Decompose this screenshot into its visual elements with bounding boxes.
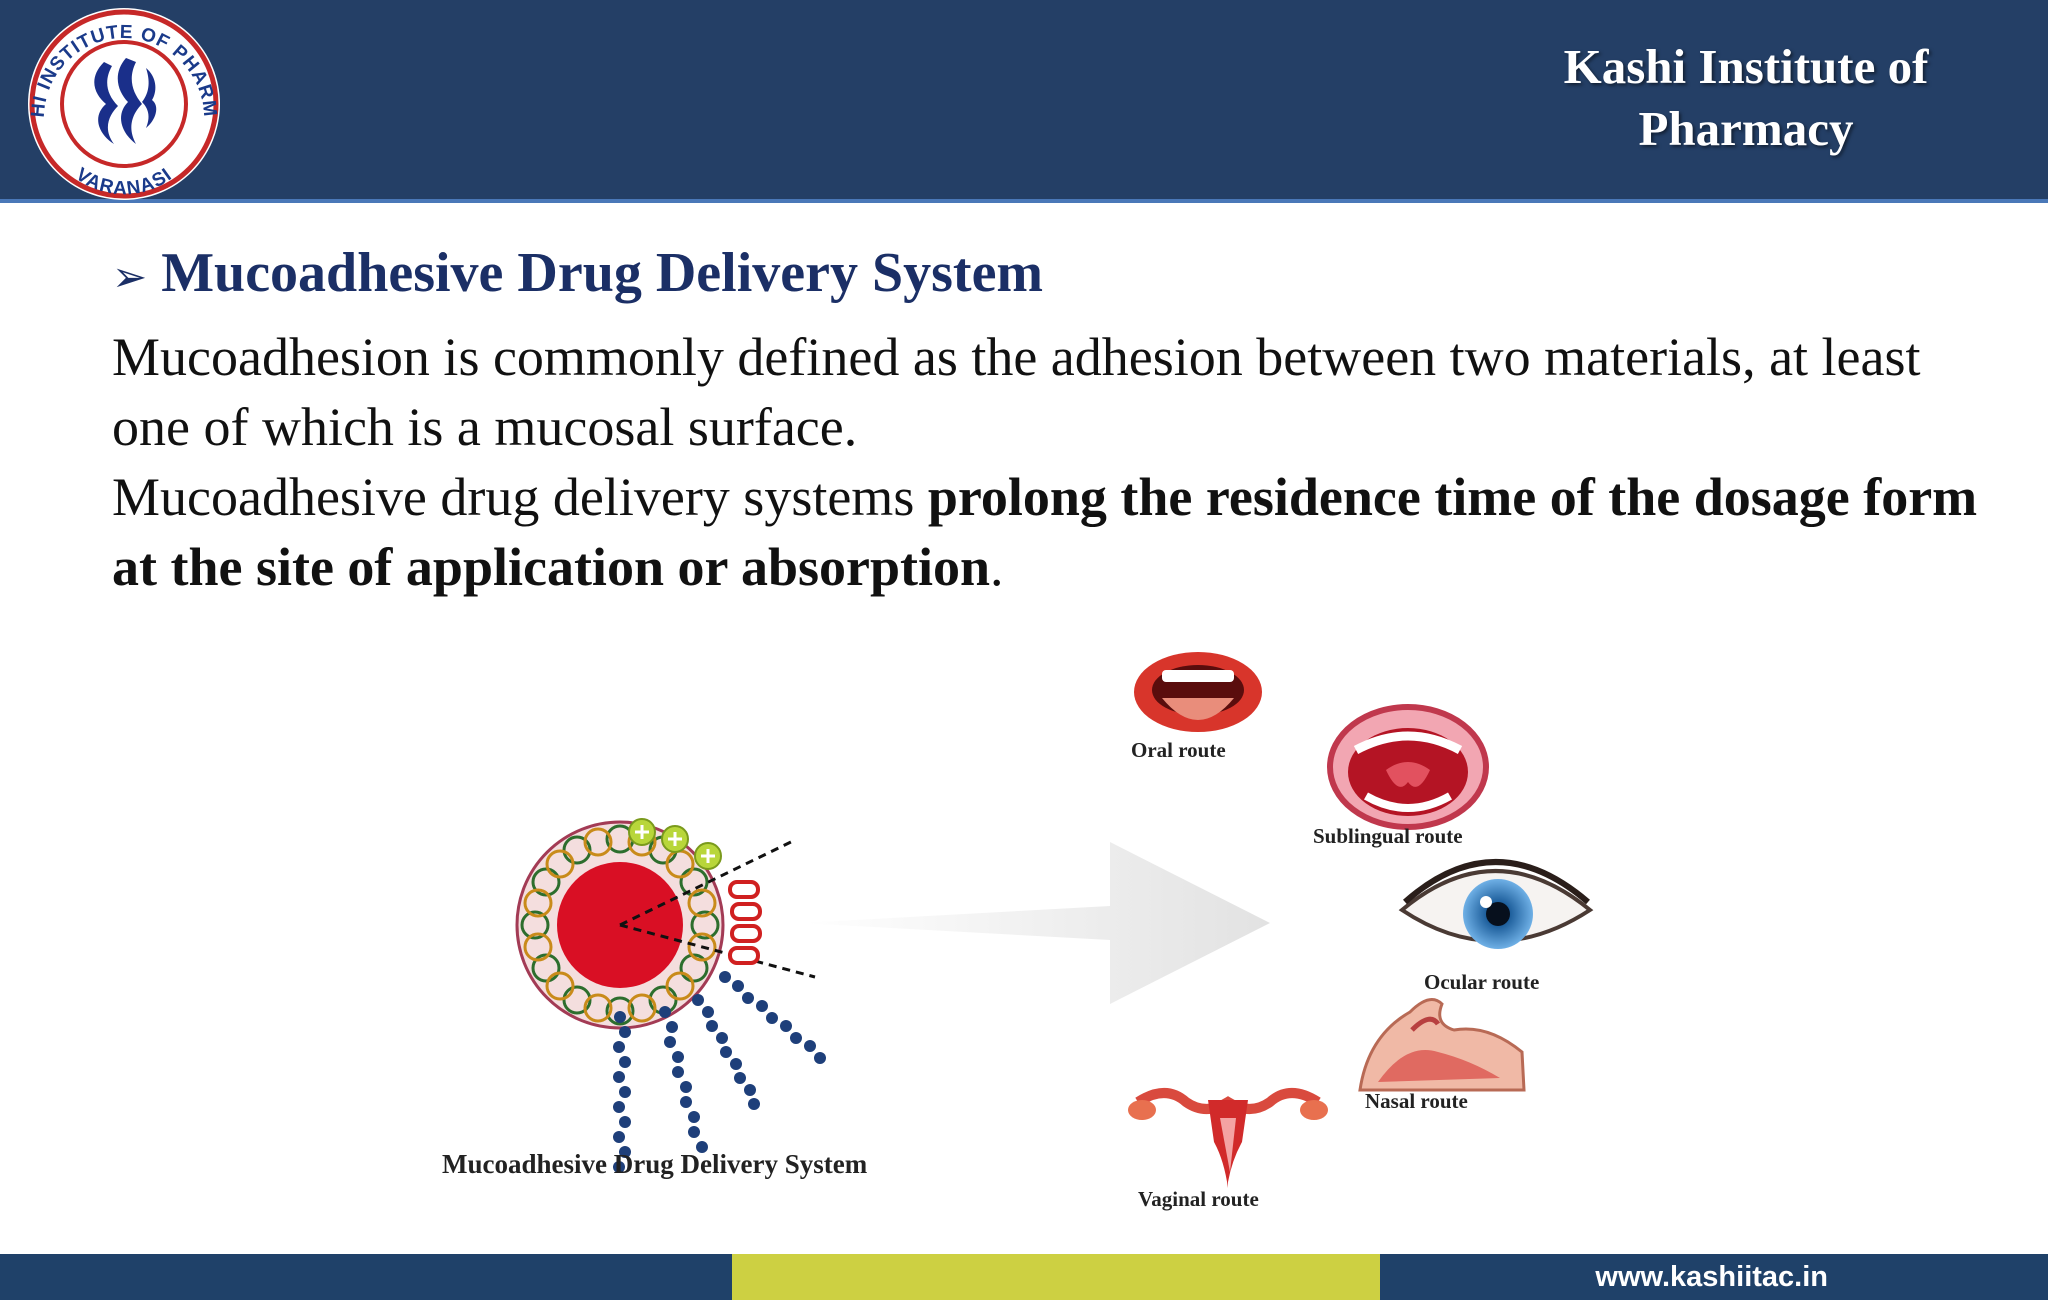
slide-title: ➢ Mucoadhesive Drug Delivery System <box>112 238 1043 312</box>
purpose-paragraph: Mucoadhesive drug delivery systems prolo… <box>112 462 1992 602</box>
figure-caption: Mucoadhesive Drug Delivery System <box>442 1149 868 1179</box>
purpose-suffix: . <box>990 537 1004 597</box>
header-banner: KASHI INSTITUTE OF PHARMACY VARANASI Kas… <box>0 0 2048 203</box>
ocular-route-label: Ocular route <box>1424 970 1539 994</box>
institute-logo: KASHI INSTITUTE OF PHARMACY VARANASI <box>6 2 220 200</box>
footer-accent-band <box>732 1254 1380 1300</box>
nasal-cavity-icon <box>1358 998 1526 1092</box>
slide-title-text: Mucoadhesive Drug Delivery System <box>161 242 1044 304</box>
logo-emblem-icon <box>94 58 157 144</box>
purpose-prefix: Mucoadhesive drug delivery systems <box>112 467 928 527</box>
nasal-route-label: Nasal route <box>1365 1089 1468 1113</box>
purpose-bold: prolong the residence time of the dosage… <box>112 467 1978 597</box>
institute-name-line1: Kashi Institute of <box>1563 39 1929 94</box>
right-arrow-icon <box>800 842 1270 1004</box>
arrow-bullet-icon: ➢ <box>112 252 148 301</box>
sublingual-route-label: Sublingual route <box>1313 824 1463 848</box>
sublingual-mouth-icon <box>1327 704 1489 830</box>
oral-route-label: Oral route <box>1131 738 1226 762</box>
mucoadhesive-particle-icon <box>515 818 826 1173</box>
eye-icon <box>1398 859 1594 949</box>
footer-website-link[interactable]: www.kashiitac.in <box>1595 1261 1828 1293</box>
uterus-icon <box>1128 1088 1328 1188</box>
footer-bar: www.kashiitac.in <box>0 1254 2048 1300</box>
definition-paragraph: Mucoadhesion is commonly defined as the … <box>112 327 1921 457</box>
mucoadhesive-routes-figure: Mucoadhesive Drug Delivery System Oral r… <box>442 652 1594 1211</box>
mouth-open-icon <box>1134 652 1262 732</box>
vaginal-route-label: Vaginal route <box>1138 1187 1259 1211</box>
institute-name: Kashi Institute of Pharmacy <box>1466 36 2026 160</box>
slide-body: Mucoadhesion is commonly defined as the … <box>112 322 1992 602</box>
institute-name-line2: Pharmacy <box>1638 101 1854 156</box>
